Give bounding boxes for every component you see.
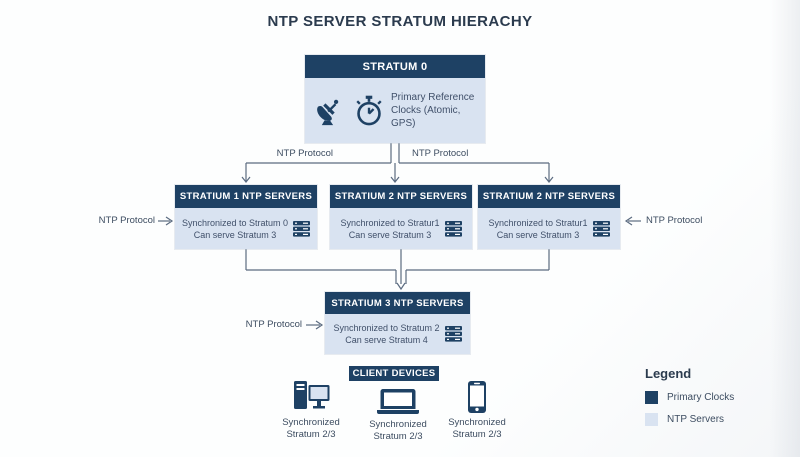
server-stack-icon — [592, 220, 610, 237]
stratum2b-header: STRATIUM 2 NTP SERVERS — [478, 185, 620, 208]
smartphone-icon — [468, 381, 486, 413]
legend-item-ntp-servers: NTP Servers — [645, 413, 734, 426]
ntp-protocol-label-top-left: NTP Protocol — [276, 148, 333, 159]
satellite-dish-icon — [317, 99, 339, 125]
client-laptop: Synchronized Stratum 2/3 — [358, 383, 438, 442]
stratum2a-header: STRATIUM 2 NTP SERVERS — [330, 185, 472, 208]
client-devices-header: CLIENT DEVICES — [349, 366, 439, 381]
client-smartphone-line1: Synchronized — [448, 417, 506, 428]
stratum3-line1: Synchronized to Stratum 2 — [333, 323, 440, 333]
stratum2a-servers-box: STRATIUM 2 NTP SERVERS Synchronized to S… — [330, 185, 472, 249]
stopwatch-icon — [356, 95, 382, 125]
legend-label-ntp-servers: NTP Servers — [667, 414, 725, 425]
stratum0-box: STRATUM 0 — [305, 55, 485, 143]
ntp-protocol-label-row-right: NTP Protocol — [646, 215, 703, 226]
ntp-protocol-label-top-right: NTP Protocol — [412, 148, 469, 159]
stratum2a-line1: Synchronized to Stratur1 — [340, 217, 440, 228]
client-desktop-line2: Stratum 2/3 — [286, 428, 336, 440]
stratum2b-line1: Synchronized to Stratur1 — [488, 217, 588, 228]
legend-title: Legend — [645, 366, 692, 381]
ntp-protocol-label-row-left: NTP Protocol — [98, 215, 155, 226]
stratum3-line2: Can serve Stratum 4 — [345, 335, 428, 345]
server-stack-icon — [444, 220, 462, 237]
client-desktop-line1: Synchronized — [282, 417, 340, 428]
legend-item-primary-clocks: Primary Clocks — [645, 391, 734, 404]
stratum1-line2: Can serve Stratum 3 — [193, 229, 277, 240]
stratum3-servers-box: STRATIUM 3 NTP SERVERS Synchronized to S… — [325, 292, 470, 354]
legend-swatch-primary-clocks — [645, 391, 658, 404]
desktop-icon — [294, 381, 330, 409]
stratum1-line1: Synchronized to Stratum 0 — [181, 217, 289, 228]
stratum1-header: STRATIUM 1 NTP SERVERS — [175, 185, 317, 208]
stratum2b-line2: Can serve Stratum 3 — [496, 229, 580, 240]
legend-swatch-ntp-servers — [645, 413, 658, 426]
server-stack-icon — [444, 326, 462, 342]
stratum2a-line2: Can serve Stratum 3 — [348, 229, 432, 240]
legend: Legend Primary Clocks NTP Servers — [645, 366, 734, 435]
stratum0-description: Primary Reference Clocks (Atomic, GPS) — [391, 92, 475, 129]
server-stack-icon — [293, 220, 311, 237]
laptop-icon — [377, 389, 419, 414]
client-laptop-line2: Stratum 2/3 — [373, 430, 423, 442]
client-smartphone: Synchronized Stratum 2/3 — [437, 381, 517, 440]
stratum1-servers-box: STRATIUM 1 NTP SERVERS Synchronized to S… — [175, 185, 317, 249]
client-laptop-line1: Synchronized — [369, 419, 427, 430]
legend-label-primary-clocks: Primary Clocks — [667, 392, 735, 403]
client-desktop: Synchronized Stratum 2/3 — [271, 381, 351, 440]
stratum3-header: STRATIUM 3 NTP SERVERS — [325, 292, 470, 314]
page-title: NTP SERVER STRATUM HIERACHY — [267, 13, 533, 30]
stratum0-header: STRATUM 0 — [305, 55, 485, 78]
stratum0-body: Primary Reference Clocks (Atomic, GPS) — [305, 78, 485, 143]
ntp-protocol-label-s3-left: NTP Protocol — [245, 319, 302, 330]
stratum2b-servers-box: STRATIUM 2 NTP SERVERS Synchronized to S… — [478, 185, 620, 249]
edge-vignette — [770, 0, 800, 457]
client-smartphone-line2: Stratum 2/3 — [452, 428, 502, 440]
